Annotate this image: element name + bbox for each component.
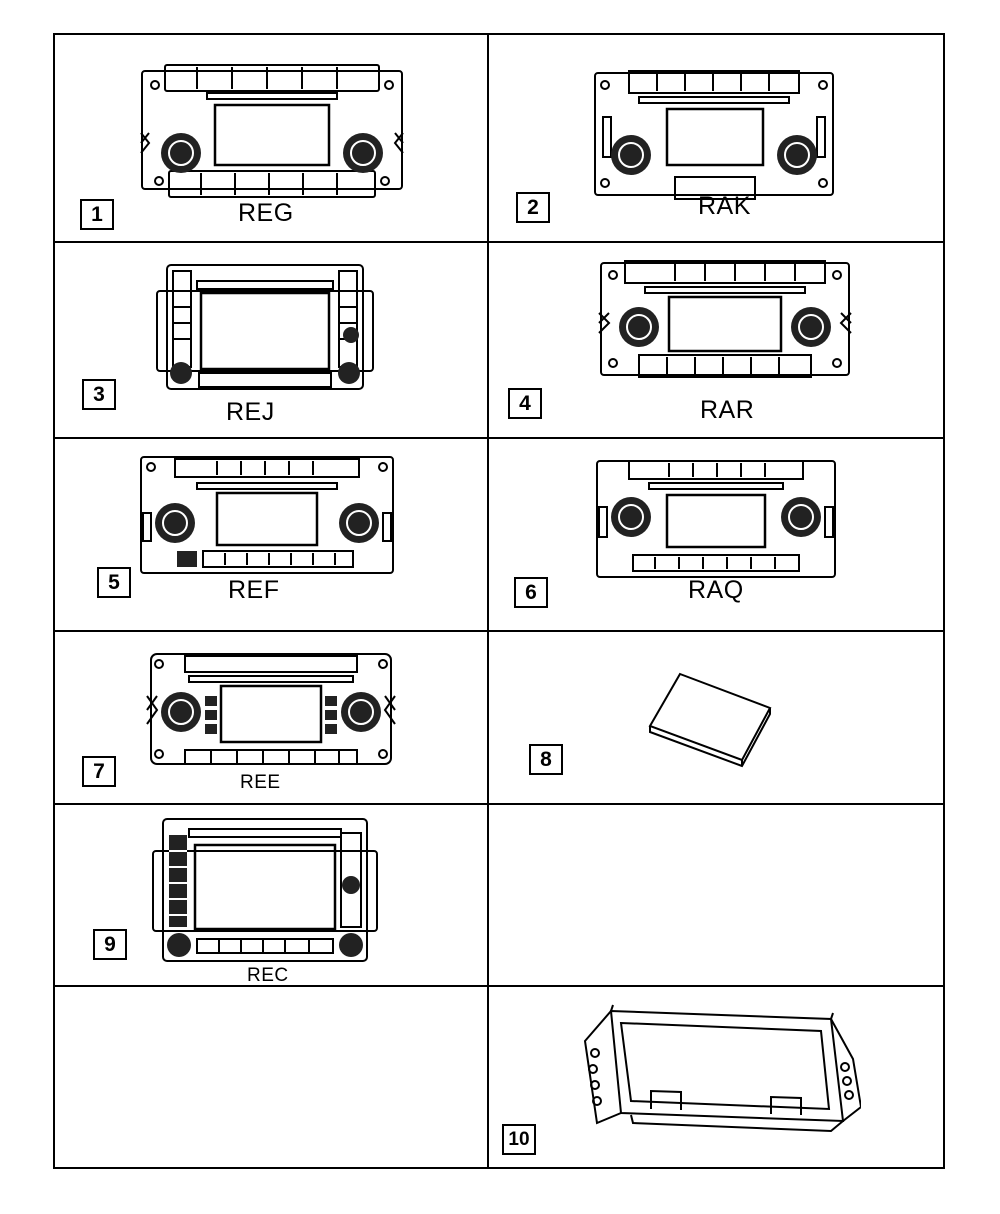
callout-number: 6 <box>514 577 548 608</box>
cell-5: 5 REF <box>55 439 487 630</box>
radio-reg-illustration <box>140 64 404 198</box>
mounting-bracket-illustration <box>583 1004 861 1133</box>
cell-4: 4 RAR <box>489 243 943 437</box>
radio-code-label: RAR <box>700 396 755 424</box>
parts-grid <box>53 33 945 1169</box>
callout-number: 10 <box>502 1124 536 1155</box>
radio-code-label: REC <box>247 965 289 985</box>
callout-number: 8 <box>529 744 563 775</box>
radio-rar-illustration <box>598 260 852 378</box>
manual-booklet-illustration <box>648 672 772 768</box>
radio-rak-illustration <box>594 70 834 200</box>
radio-rec-illustration <box>152 818 378 962</box>
radio-raq-illustration <box>596 460 836 578</box>
cell-8: 8 <box>489 632 943 803</box>
radio-rej-illustration <box>156 264 374 390</box>
callout-number: 3 <box>82 379 116 410</box>
callout-number: 2 <box>516 192 550 223</box>
radio-code-label: REG <box>238 199 294 227</box>
grid-row-divider-3 <box>53 630 945 632</box>
radio-code-label: REE <box>240 772 281 793</box>
cell-10: 10 <box>489 987 943 1167</box>
cell-9: 9 REC <box>55 805 487 985</box>
callout-number: 9 <box>93 929 127 960</box>
grid-row-divider-5 <box>53 985 945 987</box>
radio-code-label: RAK <box>698 192 751 220</box>
callout-number: 1 <box>80 199 114 230</box>
callout-number: 7 <box>82 756 116 787</box>
grid-vertical-divider <box>487 33 489 1169</box>
radio-ree-illustration <box>146 653 396 765</box>
cell-6: 6 RAQ <box>489 439 943 630</box>
radio-code-label: RAQ <box>688 576 744 604</box>
cell-3: 3 REJ <box>55 243 487 437</box>
grid-row-divider-4 <box>53 803 945 805</box>
radio-ref-illustration <box>140 456 394 574</box>
radio-code-label: REJ <box>226 398 275 426</box>
callout-number: 5 <box>97 567 131 598</box>
radio-code-label: REF <box>228 576 280 604</box>
cell-1: 1 REG <box>55 35 487 241</box>
callout-number: 4 <box>508 388 542 419</box>
cell-2: 2 RAK <box>489 35 943 241</box>
grid-row-divider-1 <box>53 241 945 243</box>
cell-7: 7 REE <box>55 632 487 803</box>
grid-row-divider-2 <box>53 437 945 439</box>
